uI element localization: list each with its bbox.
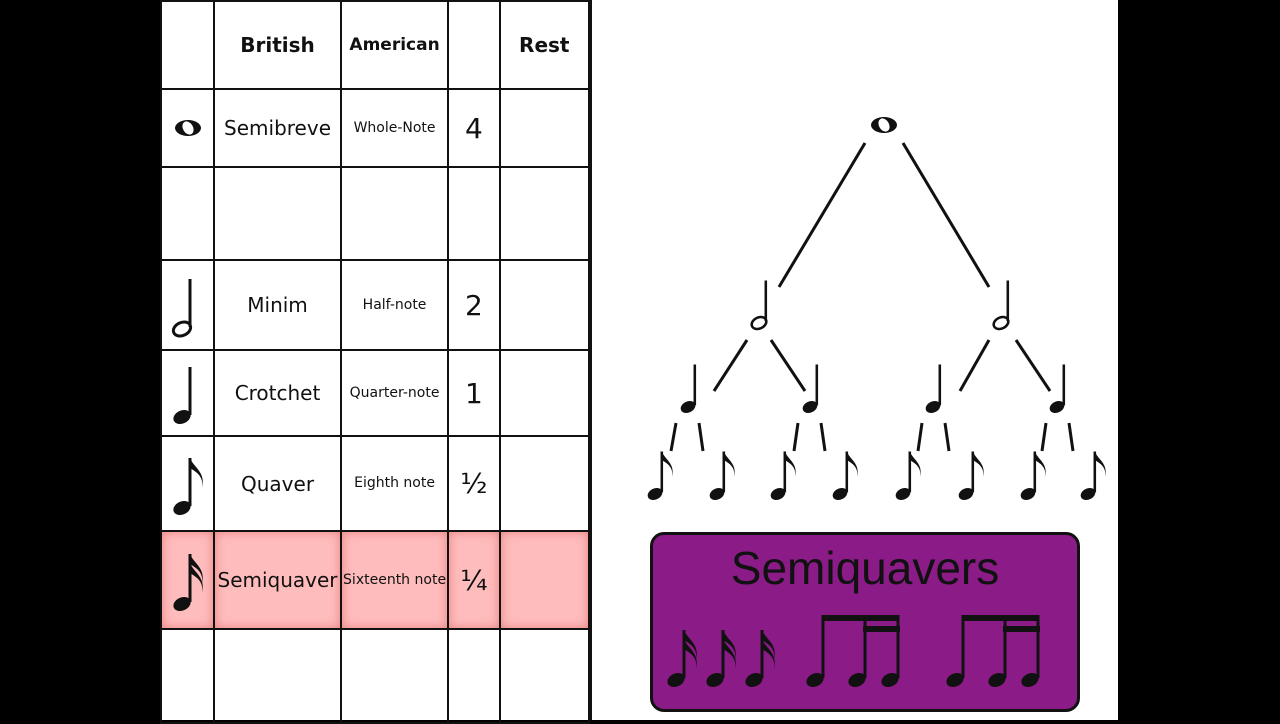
rest-cell [498,166,591,261]
crotchet-icon [925,364,942,413]
semiquavers-title: Semiquavers [730,542,1000,594]
semiquaver-icon [173,554,203,612]
british-name: Quaver [213,435,342,532]
header-rest: Rest [498,0,591,90]
tree-branch [669,422,678,452]
tree-branch [777,142,867,288]
header-american: American [339,0,450,90]
rest-cell [498,435,591,532]
header-british: British [213,0,342,90]
british-name [213,166,342,261]
rest-cell [498,259,591,351]
minim-icon [171,279,192,338]
american-name [339,166,450,261]
tree-branch [943,422,951,452]
tree-branch [769,339,807,392]
american-name [339,628,450,724]
british-name: Semiquaver [213,530,342,630]
rest-cell [498,349,591,437]
tree-branch [712,339,749,392]
american-name: Whole-Note [339,88,450,168]
table-header-row: British American Rest [159,0,591,90]
british-name [213,628,342,724]
semibreve-icon [871,117,897,133]
american-name: Sixteenth note [339,530,450,630]
semiquaver-symbols [667,615,1040,688]
note-symbol-cell [159,435,216,532]
semiquaver-icon [706,630,736,688]
note-symbol-cell [159,88,216,168]
tree-branch [697,422,705,452]
american-name: Half-note [339,259,450,351]
semibreve-icon [174,120,201,136]
quaver-icon [958,451,984,500]
note-symbol-cell [159,628,216,724]
british-name: Crotchet [213,349,342,437]
beat-value [447,166,501,261]
beat-value: 4 [447,88,501,168]
beat-value: 1 [447,349,501,437]
note-symbol-cell [159,259,216,351]
header-value [447,0,501,90]
rest-cell [498,88,591,168]
quaver-icon [709,451,735,500]
tree-branch [916,422,924,452]
tree-branch [1014,339,1052,392]
semiquaver-icon [667,630,697,688]
quaver-icon [1020,451,1046,500]
british-name: Semibreve [213,88,342,168]
note-symbol-cell [159,166,216,261]
quaver-icon [895,451,921,500]
crotchet-icon [173,367,192,425]
note-symbol-cell [159,349,216,437]
note-symbol-cell [159,530,216,630]
tree-branch [819,422,827,452]
rest-cell [498,530,591,630]
tree-branch [1067,422,1075,452]
british-name: Minim [213,259,342,351]
quaver-icon [1080,451,1106,500]
tree-branch [958,339,991,392]
tree-branch [901,142,991,288]
rest-cell [498,628,591,724]
beamed-dotted-semiquaver-icon [946,615,1040,688]
beat-value [447,628,501,724]
minim-icon [750,280,768,331]
crotchet-icon [680,364,697,413]
table-row [159,166,591,261]
beat-value: ¼ [447,530,501,630]
quaver-icon [647,451,673,500]
beamed-quaver-semiquaver-icon [806,615,900,688]
semiquavers-panel: Semiquavers [650,532,1080,712]
american-name: Quarter-note [339,349,450,437]
quaver-icon [173,457,203,515]
table-row [159,628,591,724]
american-name: Eighth note [339,435,450,532]
crotchet-icon [1049,364,1066,413]
semiquaver-icon [745,630,775,688]
quaver-icon [832,451,858,500]
tree-branch [1040,422,1048,452]
beat-value: 2 [447,259,501,351]
tree-branch [792,422,800,452]
note-division-tree [590,0,1106,720]
header-symbol [159,0,216,90]
minim-icon [992,280,1010,331]
quaver-icon [770,451,796,500]
crotchet-icon [802,364,819,413]
beat-value: ½ [447,435,501,532]
